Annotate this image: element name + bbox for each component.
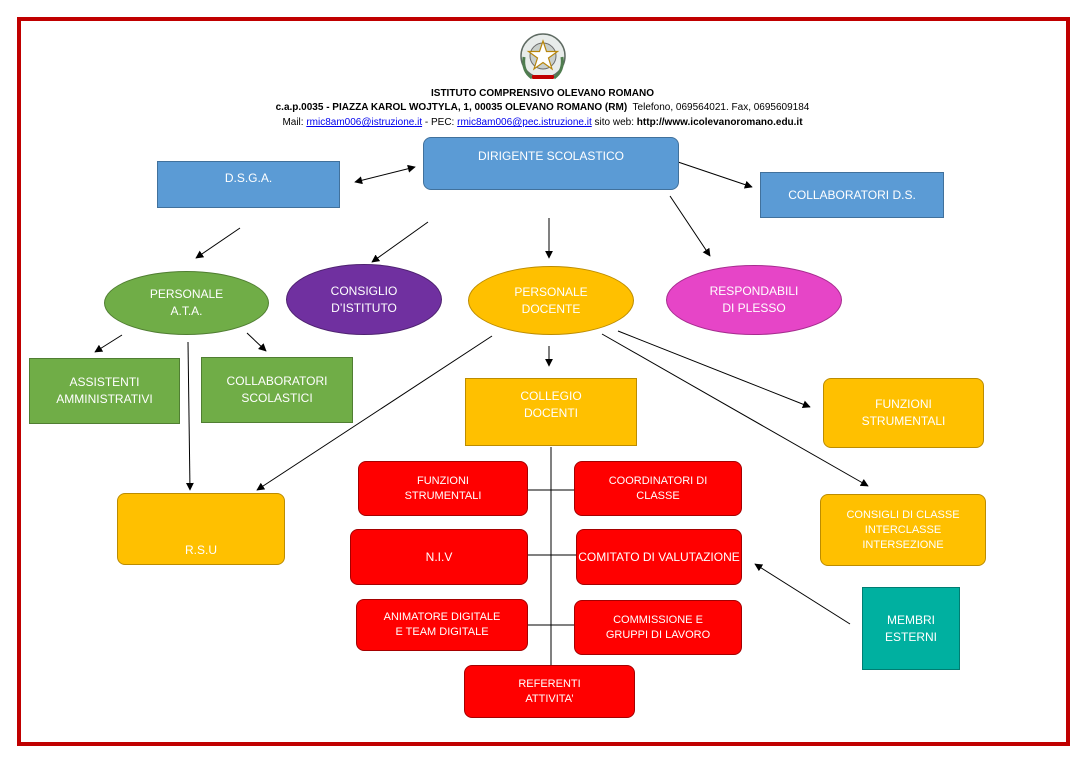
- school-name: ISTITUTO COMPRENSIVO OLEVANO ROMANO: [431, 88, 654, 99]
- arrow-assistenti: [94, 334, 123, 353]
- page-border: [17, 17, 1070, 746]
- node-animatore-digitale: ANIMATORE DIGITALE E TEAM DIGITALE: [356, 599, 528, 651]
- node-referenti-attivita: REFERENTI ATTIVITA’: [464, 665, 635, 718]
- node-comitato-valutazione: COMITATO DI VALUTAZIONE: [576, 529, 742, 585]
- node-assistenti-amministrativi: ASSISTENTI AMMINISTRATIVI: [29, 358, 180, 424]
- address: c.a.p.0035 - PIAZZA KAROL WOJTYLA, 1, 00…: [275, 102, 628, 113]
- node-collegio-docenti: COLLEGIO DOCENTI: [465, 378, 637, 446]
- arrow-consigli: [601, 333, 869, 487]
- node-responsabili-plesso: RESPONDABILI DI PLESSO: [666, 265, 842, 335]
- web-url: http://www.icolevanoromano.edu.it: [636, 117, 803, 128]
- arrow-membri: [754, 563, 851, 625]
- phone-fax: Telefono, 069564021. Fax, 0695609184: [632, 102, 810, 113]
- arrow-docente-rsu: [256, 335, 493, 491]
- contact-line: Mail: rmic8am006@istruzione.it - PEC: rm…: [0, 117, 1085, 128]
- arrow-dirigente-dsga: [354, 164, 416, 185]
- arrow-collaboratori-scol: [246, 332, 267, 352]
- node-personale-ata: PERSONALE A.T.A.: [104, 271, 269, 335]
- node-coordinatori-classe: COORDINATORI DI CLASSE: [574, 461, 742, 516]
- arrow-responsabili: [669, 195, 711, 257]
- pec-label: - PEC:: [424, 117, 455, 128]
- node-niv: N.I.V: [350, 529, 528, 585]
- arrow-ata-rsu: [185, 341, 194, 491]
- node-collaboratori-ds: COLLABORATORI D.S.: [760, 172, 944, 218]
- node-collaboratori-scolastici: COLLABORATORI SCOLASTICI: [201, 357, 353, 423]
- mail-link[interactable]: rmic8am006@istruzione.it: [306, 117, 423, 128]
- node-personale-docente: PERSONALE DOCENTE: [468, 266, 634, 335]
- node-membri-esterni: MEMBRI ESTERNI: [862, 587, 960, 670]
- emblem-icon: [520, 33, 566, 80]
- arrow-funzioni-right: [617, 330, 811, 409]
- node-commissione-gruppi: COMMISSIONE E GRUPPI DI LAVORO: [574, 600, 742, 655]
- node-funzioni-strumentali-red: FUNZIONI STRUMENTALI: [358, 461, 528, 516]
- arrow-collaboratori-ds: [677, 161, 753, 189]
- arrow-ata: [195, 227, 241, 259]
- node-dsga: D.S.G.A.: [157, 161, 340, 208]
- web-label: sito web:: [594, 117, 635, 128]
- arrow-consiglio: [371, 221, 429, 263]
- node-funzioni-strumentali: FUNZIONI STRUMENTALI: [823, 378, 984, 448]
- pec-link[interactable]: rmic8am006@pec.istruzione.it: [457, 117, 592, 128]
- node-consiglio-istituto: CONSIGLIO D’ISTITUTO: [286, 264, 442, 335]
- mail-label: Mail:: [282, 117, 304, 128]
- node-dirigente-scolastico: DIRIGENTE SCOLASTICO: [423, 137, 679, 190]
- node-rsu: R.S.U: [117, 493, 285, 565]
- node-consigli-classe: CONSIGLI DI CLASSE INTERCLASSE INTERSEZI…: [820, 494, 986, 566]
- address-line: c.a.p.0035 - PIAZZA KAROL WOJTYLA, 1, 00…: [0, 102, 1085, 113]
